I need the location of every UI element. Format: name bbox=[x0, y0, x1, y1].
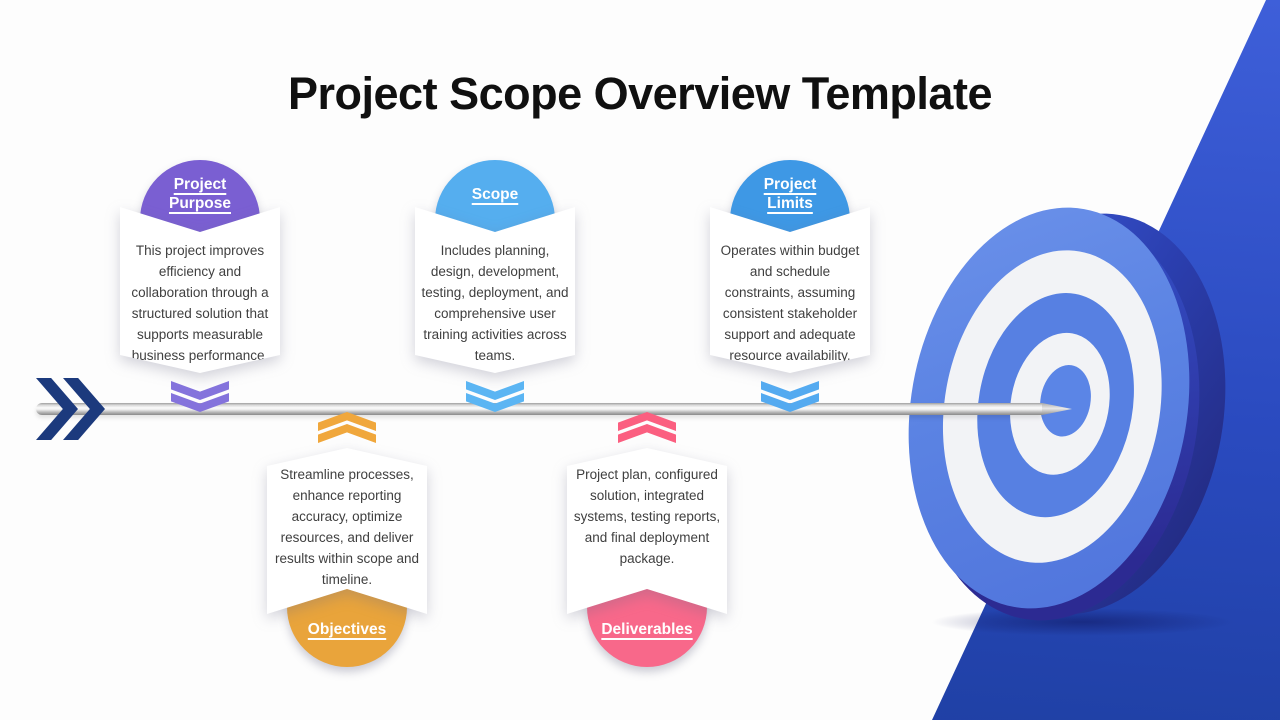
card-body: Project plan, configured solution, integ… bbox=[567, 448, 727, 614]
badge-label: Project Limits bbox=[763, 176, 817, 212]
target-graphic bbox=[878, 185, 1256, 643]
card-banner: Includes planning, design, development, … bbox=[415, 203, 575, 373]
card-body-text: Operates within budget and schedule cons… bbox=[720, 243, 860, 363]
card-body: Streamline processes, enhance reporting … bbox=[267, 448, 427, 614]
card-banner: Operates within budget and schedule cons… bbox=[710, 203, 870, 373]
card-body: This project improves efficiency and col… bbox=[120, 207, 280, 373]
card-body: Operates within budget and schedule cons… bbox=[710, 207, 870, 373]
card-body-text: Project plan, configured solution, integ… bbox=[573, 467, 721, 566]
chevron-up-icon bbox=[318, 412, 376, 443]
card-banner: This project improves efficiency and col… bbox=[120, 203, 280, 373]
badge-label: Project Purpose bbox=[168, 176, 231, 212]
badge-label: Scope bbox=[471, 185, 519, 203]
arrow-fletching-icon bbox=[36, 378, 108, 440]
card-body: Includes planning, design, development, … bbox=[415, 207, 575, 373]
chevron-down-icon bbox=[466, 381, 524, 412]
badge-label: Objectives bbox=[307, 620, 387, 638]
chevron-up-icon bbox=[618, 412, 676, 443]
card-body-text: Includes planning, design, development, … bbox=[421, 243, 569, 363]
chevron-down-icon bbox=[171, 381, 229, 412]
badge-label: Deliverables bbox=[601, 620, 693, 638]
card-body-text: Streamline processes, enhance reporting … bbox=[274, 467, 420, 587]
card-banner: Streamline processes, enhance reporting … bbox=[267, 448, 427, 618]
card-banner: Project plan, configured solution, integ… bbox=[567, 448, 727, 618]
slide-title: Project Scope Overview Template bbox=[288, 68, 992, 120]
card-body-text: This project improves efficiency and col… bbox=[131, 243, 269, 363]
chevron-down-icon bbox=[761, 381, 819, 412]
